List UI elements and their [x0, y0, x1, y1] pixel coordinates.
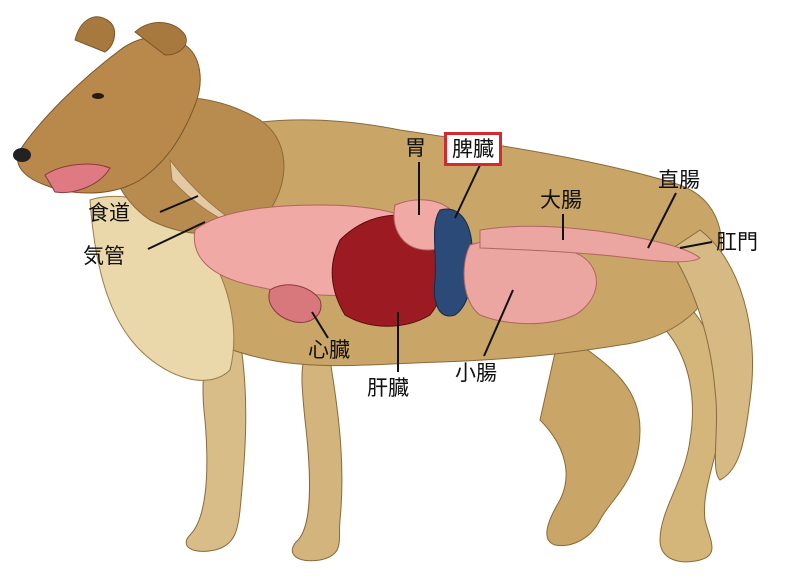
- eye: [92, 93, 104, 99]
- label-anus: 肛門: [716, 232, 758, 253]
- label-spleen: 脾臓: [444, 132, 502, 166]
- label-small-intestine: 小腸: [455, 363, 497, 384]
- label-trachea: 気管: [83, 246, 125, 267]
- ear-back: [75, 17, 115, 52]
- label-rectum: 直腸: [658, 170, 700, 191]
- label-stomach: 胃: [405, 138, 426, 159]
- label-esophagus: 食道: [88, 203, 130, 224]
- hind-leg-right: [540, 330, 640, 546]
- nose: [13, 148, 31, 162]
- label-large-intestine: 大腸: [540, 190, 582, 211]
- label-heart: 心臓: [308, 340, 350, 361]
- front-leg-left: [292, 355, 342, 561]
- label-liver: 肝臓: [367, 378, 409, 399]
